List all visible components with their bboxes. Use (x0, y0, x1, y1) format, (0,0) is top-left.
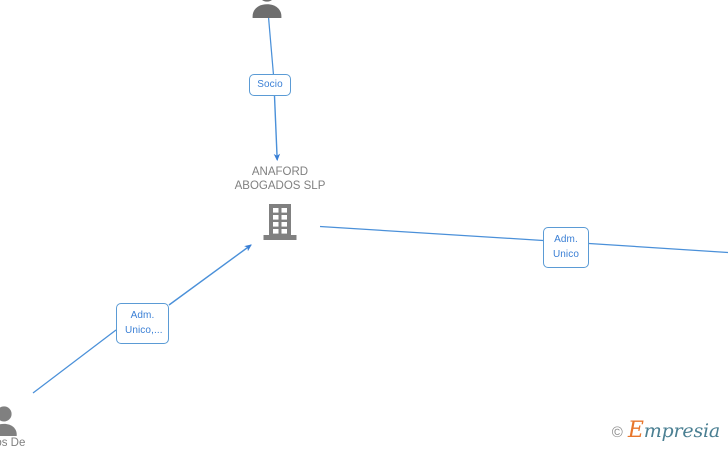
edge-line-adm-unico-right-outer (588, 242, 728, 254)
edge-label-socio[interactable]: Socio (249, 74, 291, 96)
edge-label-adm-unico-left-line2: Unico,... (125, 325, 163, 336)
edge-label-adm-unico-left[interactable]: Adm. Unico,... (116, 303, 169, 344)
edge-line-adm-unico-right-inner (319, 225, 544, 242)
company-caption-line1: ANAFORD (251, 166, 309, 178)
edge-label-adm-unico-left-line1: Adm. (130, 310, 155, 321)
person-icon (0, 406, 17, 436)
person-bottom-caption: ...cos De (0, 437, 40, 451)
person-bottom-caption-text: ...cos De (0, 437, 26, 449)
building-icon (263, 204, 297, 240)
edge-label-adm-unico-right[interactable]: Adm. Unico (543, 227, 589, 268)
edge-line-socio-lower (273, 95, 281, 162)
company-caption-line2: ABOGADOS SLP (234, 179, 326, 192)
empresia-logo-rest: mpresia (643, 420, 720, 442)
empresia-logo: Empresia (628, 420, 720, 442)
edge-label-adm-unico-right-line1: Adm. (554, 234, 578, 245)
edge-label-adm-unico-right-line2: Unico (552, 249, 580, 260)
edge-line-adm-unico-left-outer (32, 329, 117, 394)
node-company-anaford[interactable]: ANAFORD ABOGADOS SLP (218, 166, 342, 244)
copyright-icon: © (611, 424, 623, 441)
edge-line-socio-upper (267, 16, 275, 76)
edge-line-adm-unico-left-inner (168, 244, 252, 306)
person-icon (252, 0, 282, 18)
edge-label-socio-text: Socio (257, 79, 283, 90)
company-caption: ANAFORD ABOGADOS SLP (218, 166, 342, 193)
node-person-top[interactable] (249, 0, 285, 18)
node-person-bottom-left[interactable]: ...cos De (0, 406, 38, 450)
empresia-watermark: © Empresia (612, 420, 720, 442)
empresia-logo-initial: E (627, 418, 644, 443)
